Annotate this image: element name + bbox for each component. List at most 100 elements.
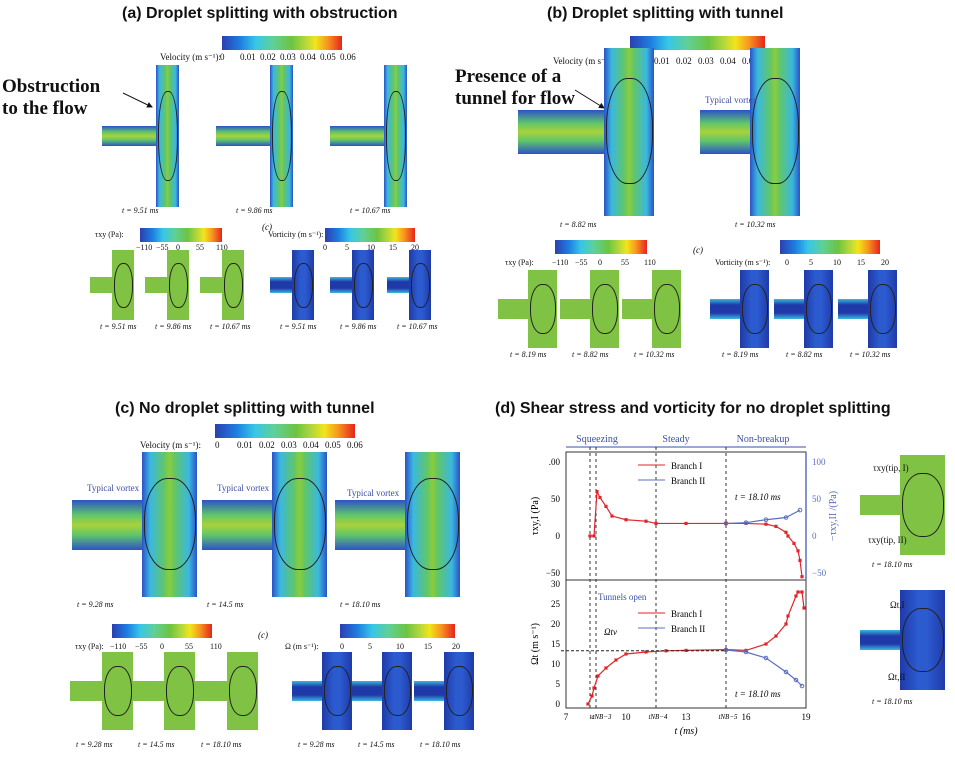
- vorticity-t-junction-b-inlet: [838, 299, 868, 319]
- panel-a-callout: Obstruction to the flow: [2, 76, 101, 119]
- side-shear-t-junction-inlet: [860, 495, 900, 515]
- top-data-point: [786, 534, 790, 538]
- time-label: t = 10.67 ms: [397, 322, 438, 331]
- shear-colorbar: [555, 240, 647, 254]
- y-tick-bottom: 10: [551, 659, 561, 669]
- time-label: t = 9.28 ms: [298, 740, 335, 749]
- vorticity-tick: 20: [881, 258, 889, 267]
- shear-colorbar: [112, 624, 212, 638]
- velocity-tick: 0.05: [742, 56, 758, 66]
- vorticity-tick: 20: [411, 243, 419, 252]
- velocity-label: Velocity (m s⁻¹):: [553, 56, 614, 66]
- bottom-data-point: [604, 666, 608, 670]
- x-tick-special: tNB−3: [592, 713, 612, 721]
- bottom-data-point: [592, 686, 596, 690]
- y-tick-bottom: 15: [551, 639, 561, 649]
- x-tick: 10: [622, 712, 632, 722]
- side-shear-t-junction-channel: [900, 455, 945, 555]
- shear-tick: 110: [644, 258, 656, 267]
- bottom-data-point: [596, 674, 600, 678]
- y-tick-right: −50: [812, 568, 827, 578]
- vorticity-colorbar: [340, 624, 455, 638]
- top-data-point: [684, 521, 688, 526]
- shear-t-junction-b-inlet: [622, 299, 652, 319]
- bottom-data-point: [743, 649, 749, 655]
- shear-label: τxy (Pa):: [95, 230, 124, 239]
- vorticity-tick: 15: [424, 642, 432, 651]
- top-data-point: [783, 515, 789, 520]
- velocity-colorbar: [630, 36, 765, 50]
- bottom-data-point: [590, 694, 594, 698]
- vorticity-colorbar: [780, 240, 880, 254]
- top-data-point: [743, 520, 749, 525]
- velocity-tick: 0.03: [698, 56, 714, 66]
- top-data-point: [644, 519, 648, 523]
- large-t-junction-b-channel: [604, 48, 654, 216]
- bottom-data-point: [644, 650, 648, 654]
- vorticity-tick: 5: [345, 243, 349, 252]
- y-tick-right: 50: [812, 494, 822, 504]
- shear-label: τxy (Pa):: [75, 642, 104, 651]
- y-axis-label-bottom: Ωt (m s⁻¹): [530, 623, 541, 665]
- top-data-point: [784, 530, 788, 534]
- time-label: t = 9.51 ms: [280, 322, 317, 331]
- top-data-point: [792, 541, 796, 545]
- phase-label: Non-breakup: [737, 434, 790, 445]
- vorticity-tick: 20: [452, 642, 460, 651]
- y-tick-bottom: 20: [551, 619, 561, 629]
- large-t-junction-b-inlet: [518, 110, 604, 154]
- shear-colorbar: [140, 228, 222, 242]
- panel-b-title: (b) Droplet splitting with tunnel: [547, 5, 784, 22]
- shear-t-junction-b-inlet: [498, 299, 528, 319]
- top-data-point: [774, 524, 778, 528]
- legend-label: Branch II: [671, 624, 705, 634]
- large-t-junction-a-droplet-interface: [158, 90, 178, 181]
- time-label: t = 10.32 ms: [634, 350, 675, 359]
- y-tick-bottom: 5: [556, 679, 561, 689]
- tip-label-2: τxy(tip, II): [868, 535, 907, 545]
- bottom-data-point: [624, 652, 628, 656]
- shear-t-junction-b-channel: [652, 270, 681, 348]
- time-label: t = 9.28 ms: [76, 740, 113, 749]
- vorticity-tick: 5: [368, 642, 372, 651]
- y-tick-left: .00: [549, 457, 561, 467]
- velocity-tick: 0.05: [320, 52, 336, 62]
- time-label: t = 9.86 ms: [236, 206, 273, 215]
- shear-t-junction-c-droplet-interface: [104, 666, 132, 717]
- x-tick: 19: [802, 712, 812, 722]
- shear-t-junction-a-droplet-interface: [114, 262, 133, 308]
- vorticity-t-junction-b-inlet: [710, 299, 740, 319]
- c-label: (c): [258, 630, 268, 640]
- large-t-junction-c-channel: [142, 452, 197, 597]
- y-tick-bottom: 0: [556, 699, 561, 709]
- top-data-point: [764, 522, 768, 526]
- time-label: t = 10.67 ms: [210, 322, 251, 331]
- c-label: (c): [693, 245, 703, 255]
- vortex-label: Typical vortex: [87, 483, 140, 493]
- shear-t-junction-c-channel: [102, 652, 133, 730]
- legend-label: Branch II: [671, 476, 705, 486]
- shear-t-junction-c-inlet: [70, 681, 102, 701]
- top-data-point: [744, 521, 748, 526]
- vorticity-t-junction-c-droplet-interface: [384, 666, 411, 717]
- vorticity-tick: 10: [396, 642, 404, 651]
- vorticity-t-junction-a-droplet-interface: [354, 262, 373, 308]
- bottom-data-point: [763, 655, 769, 661]
- vorticity-tick: 0: [340, 642, 344, 651]
- shear-tick: 110: [210, 642, 222, 651]
- top-data-point: [797, 507, 803, 513]
- time-label: t = 14.5 ms: [138, 740, 175, 749]
- time-label: t = 18.10 ms: [872, 697, 913, 706]
- vorticity-t-junction-c-inlet: [414, 681, 444, 701]
- velocity-tick: 0.02: [260, 52, 276, 62]
- velocity-tick: 0.03: [280, 52, 296, 62]
- shear-t-junction-c-channel: [227, 652, 258, 730]
- vorticity-t-junction-b-droplet-interface: [742, 284, 768, 335]
- y-tick-left: −50: [546, 568, 561, 578]
- bottom-data-point: [614, 658, 618, 662]
- large-t-junction-b-droplet-interface: [752, 78, 799, 185]
- shear-t-junction-a-inlet: [90, 277, 112, 293]
- velocity-colorbar: [215, 424, 355, 438]
